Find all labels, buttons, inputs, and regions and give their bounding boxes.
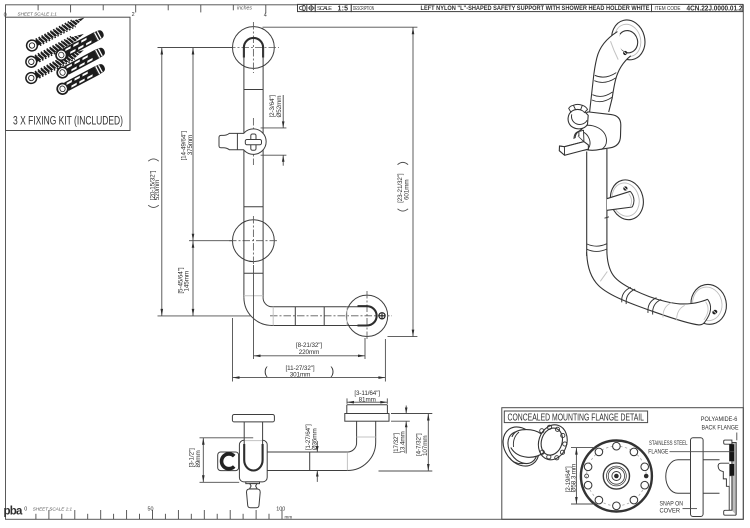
svg-text:[17/32"]: [17/32"]: [393, 432, 400, 453]
svg-text:ITEM CODE: ITEM CODE: [655, 6, 681, 12]
svg-text:): ): [331, 366, 335, 378]
svg-text:pba: pba: [4, 506, 23, 518]
svg-text:POLYAMIDE-6: POLYAMIDE-6: [701, 416, 738, 423]
svg-text:SHEET SCALE 1:1: SHEET SCALE 1:1: [33, 506, 73, 511]
svg-text:COVER: COVER: [660, 508, 681, 515]
svg-text:[3-11/64"]: [3-11/64"]: [354, 390, 380, 397]
svg-text:4: 4: [264, 13, 267, 19]
svg-text:Ø58.3 mm: Ø58.3 mm: [571, 464, 578, 493]
svg-text:BACK FLANGE: BACK FLANGE: [702, 425, 739, 432]
svg-text:[8-21/32"]: [8-21/32"]: [296, 342, 322, 349]
svg-text:0: 0: [4, 12, 7, 18]
svg-text:375mm: 375mm: [187, 135, 194, 156]
svg-text:mm: mm: [285, 514, 293, 519]
svg-text:DESCRIPTION: DESCRIPTION: [353, 6, 374, 12]
svg-text:Ø36mm: Ø36mm: [311, 428, 318, 450]
svg-text:520mm: 520mm: [154, 180, 161, 201]
svg-text:Ø52mm: Ø52mm: [276, 96, 283, 118]
svg-text:107mm: 107mm: [422, 436, 429, 457]
svg-text:[4-7/32"]: [4-7/32"]: [416, 433, 423, 456]
svg-text:SHEET SCALE 1:1: SHEET SCALE 1:1: [18, 12, 58, 17]
svg-text:50: 50: [148, 506, 154, 512]
svg-text:100: 100: [276, 506, 285, 512]
svg-text:3 X FIXING KIT (INCLUDED): 3 X FIXING KIT (INCLUDED): [13, 115, 123, 127]
svg-text:inches: inches: [237, 6, 252, 12]
svg-text:[23-21/32"]: [23-21/32"]: [397, 173, 404, 203]
svg-text:[20-15/32"]: [20-15/32"]: [149, 170, 156, 200]
svg-text:SNAP ON: SNAP ON: [660, 500, 684, 507]
svg-text:145mm: 145mm: [184, 271, 191, 292]
svg-text:301mm: 301mm: [290, 372, 311, 379]
svg-text:[5-45/64"]: [5-45/64"]: [178, 267, 185, 293]
svg-text:2: 2: [132, 12, 135, 18]
svg-text:[3-1/2"]: [3-1/2"]: [189, 448, 196, 468]
svg-text:81mm: 81mm: [359, 396, 376, 403]
svg-text:LEFT NYLON "L"-SHAPED SAFETY S: LEFT NYLON "L"-SHAPED SAFETY SUPPORT WIT…: [421, 5, 651, 12]
svg-text:89mm: 89mm: [195, 450, 202, 467]
svg-text:SCALE: SCALE: [317, 6, 332, 12]
svg-text:0: 0: [24, 506, 27, 512]
svg-text:4CN.22J.0000.01.2: 4CN.22J.0000.01.2: [687, 5, 743, 12]
svg-text:[2-19/64"]: [2-19/64"]: [565, 466, 572, 492]
svg-text:1:5: 1:5: [338, 6, 349, 13]
svg-text:[1-27/64"]: [1-27/64"]: [305, 424, 312, 450]
svg-text:13.4mm: 13.4mm: [399, 431, 406, 453]
svg-text:601mm: 601mm: [404, 180, 411, 201]
svg-text:[2-3/64"]: [2-3/64"]: [269, 94, 276, 117]
svg-text:(: (: [264, 366, 268, 378]
svg-text:220mm: 220mm: [299, 349, 320, 356]
svg-text:FLANGE: FLANGE: [648, 449, 668, 456]
svg-text:CONCEALED MOUNTING FLANGE DETA: CONCEALED MOUNTING FLANGE DETAIL: [508, 412, 645, 423]
svg-text:[11-27/32"]: [11-27/32"]: [285, 365, 314, 372]
svg-text:STAINLESS STEEL: STAINLESS STEEL: [649, 440, 688, 447]
svg-text:[14-49/64"]: [14-49/64"]: [181, 131, 188, 161]
